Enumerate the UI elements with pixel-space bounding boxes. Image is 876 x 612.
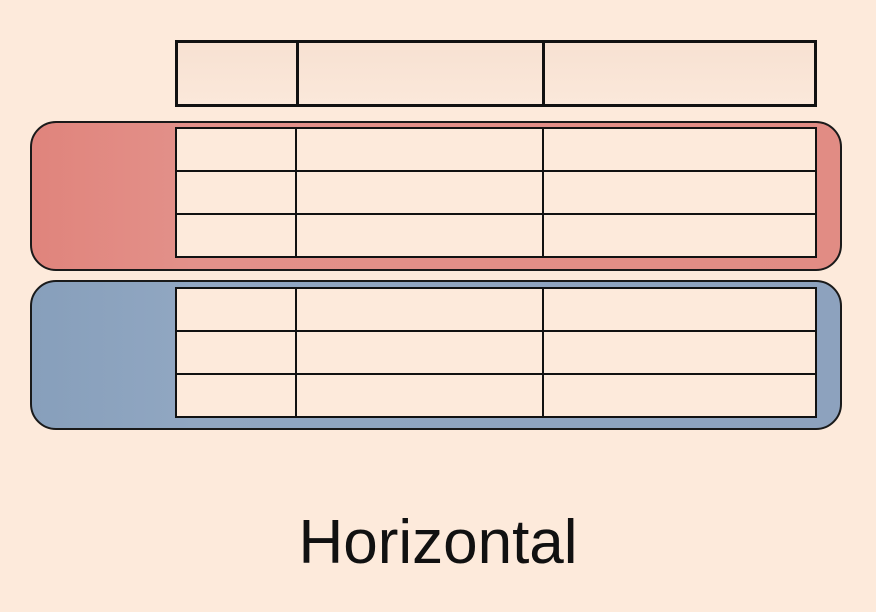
column-header-table: [175, 40, 817, 107]
partition-blue-rows: [175, 287, 817, 418]
row-divider: [177, 170, 815, 172]
partition-red-rows: [175, 127, 817, 258]
column-divider: [295, 129, 297, 256]
row-divider: [177, 373, 815, 375]
column-divider: [296, 43, 299, 104]
row-divider: [177, 330, 815, 332]
row-divider: [177, 213, 815, 215]
column-divider: [542, 289, 544, 416]
diagram-caption: Horizontal: [298, 508, 578, 577]
column-divider: [542, 129, 544, 256]
column-divider: [542, 43, 545, 104]
column-divider: [295, 289, 297, 416]
